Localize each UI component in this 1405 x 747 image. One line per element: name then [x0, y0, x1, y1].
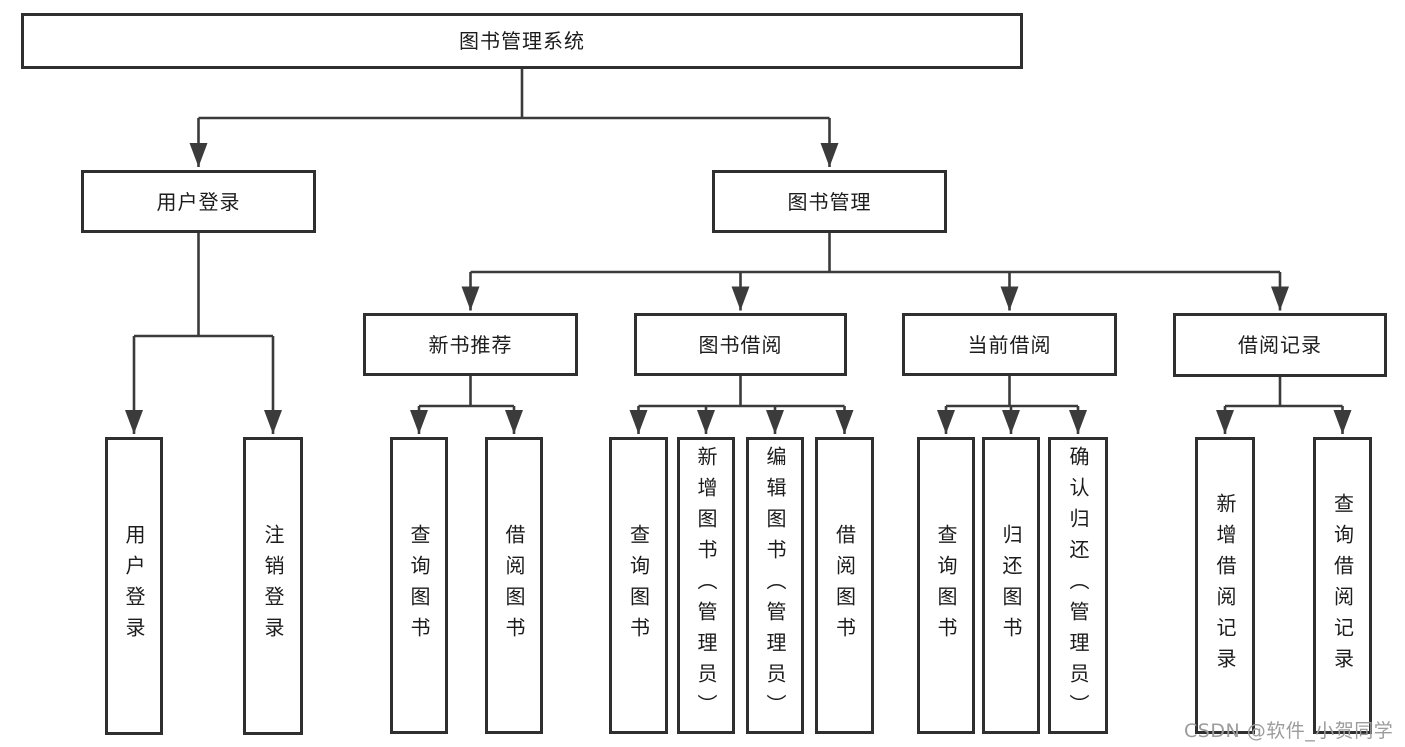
leaf-borrow-books: 借阅图书: [815, 437, 874, 734]
leaf-add-books-admin-label: 新增图书（管理员）: [694, 446, 718, 725]
node-root-label: 图书管理系统: [459, 29, 585, 53]
leaf-query-books-current: 查询图书: [917, 437, 975, 734]
node-book-borrowing-label: 图书借阅: [698, 332, 783, 357]
leaf-borrow-books-recommend: 借阅图书: [485, 437, 543, 734]
leaf-add-borrow-record-label: 新增借阅记录: [1213, 492, 1237, 679]
leaf-return-books-label: 归还图书: [999, 523, 1023, 648]
node-new-book-recommend-label: 新书推荐: [428, 332, 513, 357]
leaf-query-books-current-label: 查询图书: [934, 523, 958, 648]
leaf-add-borrow-record: 新增借阅记录: [1195, 437, 1255, 734]
node-book-borrowing: 图书借阅: [634, 313, 847, 376]
leaf-return-books: 归还图书: [982, 437, 1040, 734]
leaf-confirm-return-admin: 确认归还（管理员）: [1048, 437, 1108, 734]
leaf-borrow-books-label: 借阅图书: [832, 523, 857, 648]
node-new-book-recommend: 新书推荐: [363, 313, 578, 376]
leaf-edit-books-admin: 编辑图书（管理员）: [746, 437, 804, 734]
node-borrowing-records: 借阅记录: [1173, 313, 1387, 377]
leaf-confirm-return-admin-label: 确认归还（管理员）: [1066, 446, 1090, 725]
leaf-edit-books-admin-label: 编辑图书（管理员）: [763, 446, 787, 725]
node-book-management-label: 图书管理: [787, 189, 872, 214]
leaf-query-books-borrowing-label: 查询图书: [626, 523, 651, 648]
leaf-query-books-recommend-label: 查询图书: [407, 523, 431, 648]
leaf-query-books-borrowing: 查询图书: [609, 437, 668, 734]
leaf-logout: 注销登录: [243, 437, 303, 735]
leaf-user-login: 用户登录: [105, 437, 163, 735]
leaf-borrow-books-recommend-label: 借阅图书: [502, 523, 526, 648]
node-user-login: 用户登录: [81, 170, 316, 233]
leaf-user-login-label: 用户登录: [122, 524, 146, 648]
node-borrowing-records-label: 借阅记录: [1238, 333, 1322, 357]
node-user-login-label: 用户登录: [156, 189, 241, 214]
leaf-add-books-admin: 新增图书（管理员）: [677, 437, 735, 734]
csdn-watermark-text: CSDN @软件_小贺同学: [1184, 720, 1394, 742]
leaf-query-borrow-record-label: 查询借阅记录: [1330, 492, 1355, 679]
node-book-management: 图书管理: [712, 170, 947, 233]
node-current-borrowing-label: 当前借阅: [967, 332, 1052, 357]
csdn-watermark: CSDN @软件_小贺同学: [1184, 716, 1393, 743]
node-root: 图书管理系统: [21, 13, 1023, 69]
node-current-borrowing: 当前借阅: [902, 313, 1117, 376]
leaf-query-borrow-record: 查询借阅记录: [1313, 437, 1372, 734]
leaf-query-books-recommend: 查询图书: [390, 437, 448, 734]
leaf-logout-label: 注销登录: [261, 524, 285, 648]
